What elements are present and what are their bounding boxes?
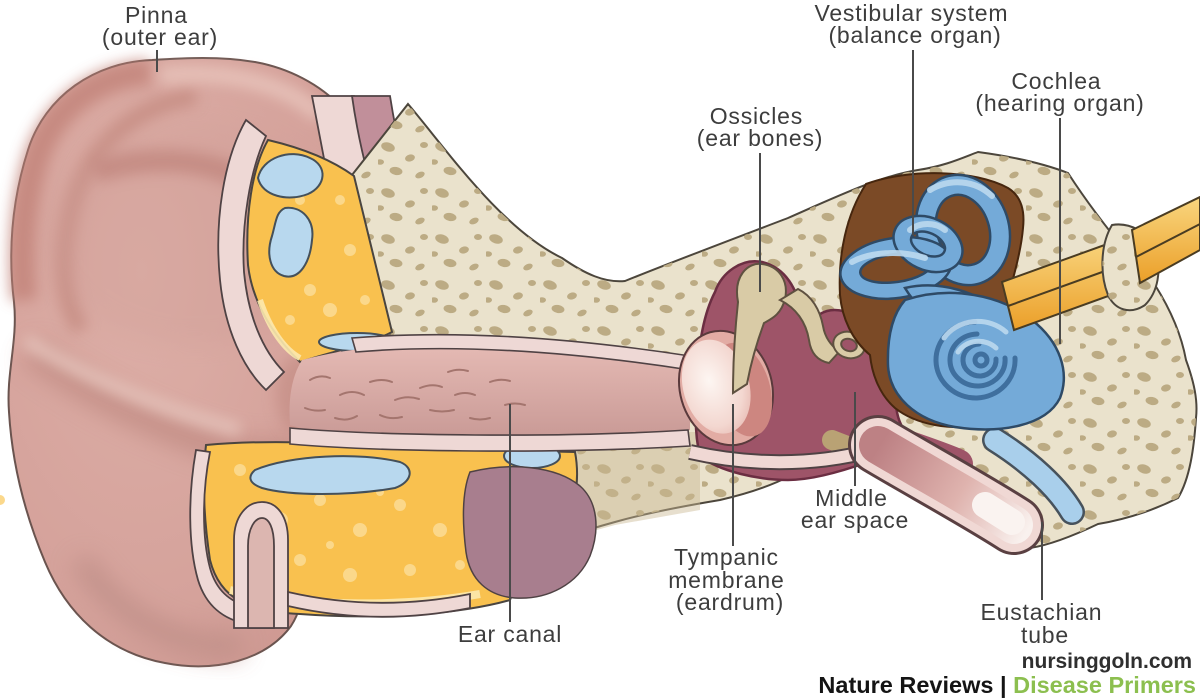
series-name: Disease Primers — [1013, 672, 1196, 698]
ear-canal — [289, 333, 691, 452]
label-tympanic-membrane: Tympanic membrane (eardrum) — [668, 544, 792, 615]
label-eustachian-tube: Eustachian tube — [980, 599, 1109, 648]
eustachian-tube — [688, 415, 1085, 555]
deep-tissue-shadow — [462, 465, 597, 599]
label-vestibular-system: Vestibular system (balance organ) — [814, 0, 1015, 48]
leader-lines — [156, 50, 1061, 622]
credits: nursinggoln.com Nature Reviews | Disease… — [818, 650, 1196, 698]
label-pinna: Pinna (outer ear) — [102, 2, 218, 50]
annotation-labels: Pinna (outer ear) Vestibular system (bal… — [102, 0, 1144, 648]
watermark-text: nursinggoln.com — [1022, 650, 1192, 673]
canal-hair-texture — [304, 368, 526, 421]
journal-credit: Nature Reviews | Disease Primers — [818, 672, 1196, 698]
label-ossicles: Ossicles (ear bones) — [697, 103, 823, 151]
label-middle-ear-space: Middle ear space — [801, 485, 909, 533]
label-ear-canal: Ear canal — [458, 621, 562, 647]
label-cochlea: Cochlea (hearing organ) — [975, 68, 1144, 116]
lower-cartilage-band — [189, 448, 471, 629]
vestibulocochlear-nerve — [1000, 195, 1200, 332]
